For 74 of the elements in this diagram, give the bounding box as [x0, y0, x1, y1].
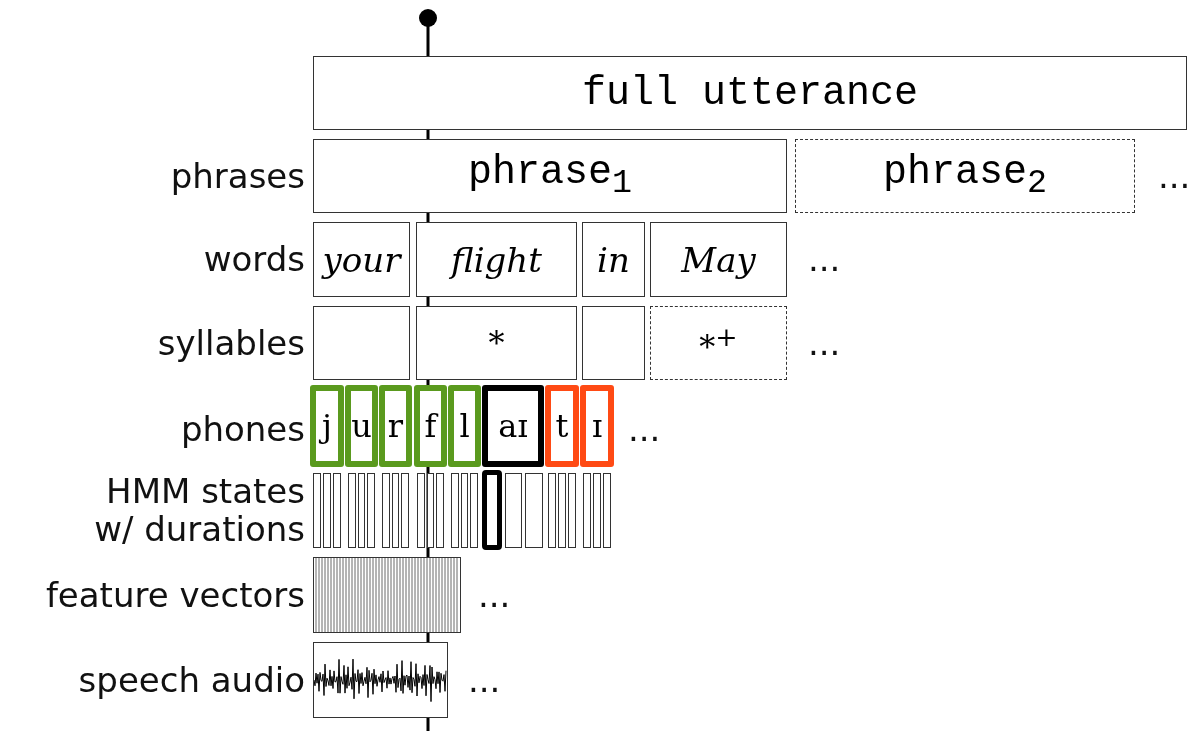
hmm-state-box	[391, 473, 400, 548]
phrase-box	[313, 139, 787, 213]
hmm-state-box	[333, 473, 341, 548]
hmm-state-box	[593, 473, 601, 548]
phone-symbol: l	[459, 407, 470, 445]
hmm-state-box	[470, 473, 478, 548]
ellipsis: ...	[468, 660, 501, 700]
word-box	[313, 222, 410, 297]
hmm-state-box	[525, 473, 543, 548]
syllable-box	[313, 306, 410, 380]
hmm-state-box	[558, 473, 566, 548]
word-box	[650, 222, 787, 297]
ellipsis: ...	[808, 239, 841, 279]
hmm-state-box	[603, 473, 611, 548]
ellipsis: ...	[1158, 156, 1189, 196]
hmm-state-box	[323, 473, 331, 548]
row-label: words	[203, 239, 305, 279]
hmm-state-box	[417, 473, 425, 548]
unit-label: phrase$_{1}$	[467, 150, 632, 202]
word-box	[582, 222, 645, 297]
word-text: your	[322, 239, 401, 280]
hmm-state-box	[367, 473, 375, 548]
ellipsis: ...	[628, 409, 661, 449]
word-text: flight	[451, 239, 542, 280]
row-label: syllables	[157, 323, 305, 363]
hmm-state-box	[436, 473, 444, 548]
hmm-state-box	[451, 473, 459, 548]
phone-box	[414, 385, 447, 467]
row-label: feature vectors	[45, 575, 305, 615]
stress-mark: *$^{+}$	[699, 320, 738, 366]
row-label: phrases	[170, 156, 305, 196]
hmm-state-box	[426, 473, 435, 548]
phone-symbol: r	[387, 407, 404, 445]
row-label: HMM states w/ durations	[93, 472, 305, 548]
ellipsis: ...	[808, 323, 841, 363]
syllable-box	[582, 306, 645, 380]
phone-box	[482, 385, 544, 467]
unit-label: phrase$_{2}$	[882, 150, 1047, 202]
hmm-state-box	[382, 473, 390, 548]
word-text: May	[681, 239, 756, 280]
stress-mark: *	[488, 324, 505, 362]
phone-box	[379, 385, 412, 467]
phone-symbol: u	[351, 407, 372, 445]
word-box	[416, 222, 577, 297]
phone-symbol: t	[555, 407, 569, 445]
hmm-state-box	[401, 473, 409, 548]
phrase-box	[795, 139, 1135, 213]
syllable-box	[650, 306, 787, 380]
hmm-state-box	[548, 473, 556, 548]
hmm-state-box	[482, 470, 502, 550]
unit-label: full utterance	[581, 70, 919, 116]
hmm-state-box	[583, 473, 591, 548]
hmm-state-box	[357, 473, 366, 548]
phone-symbol: ɪ	[591, 407, 603, 445]
row-label: phones	[180, 409, 305, 449]
feature-vectors-drawing	[313, 557, 461, 633]
hmm-state-box	[505, 473, 522, 548]
utterance-box	[313, 56, 1187, 130]
phone-box	[580, 385, 614, 467]
phone-box	[310, 385, 344, 467]
phone-box	[545, 385, 579, 467]
phone-symbol: f	[424, 407, 437, 445]
hmm-state-box	[460, 473, 469, 548]
phone-box	[345, 385, 378, 467]
phone-symbol: aɪ	[498, 407, 528, 445]
hmm-state-box	[348, 473, 356, 548]
waveform-drawing	[313, 642, 448, 718]
phone-box	[448, 385, 481, 467]
hmm-state-box	[568, 473, 576, 548]
word-text: in	[597, 239, 630, 280]
ellipsis: ...	[478, 575, 511, 615]
row-label: speech audio	[78, 660, 305, 700]
hmm-state-box	[313, 473, 321, 548]
syllable-box	[416, 306, 577, 380]
